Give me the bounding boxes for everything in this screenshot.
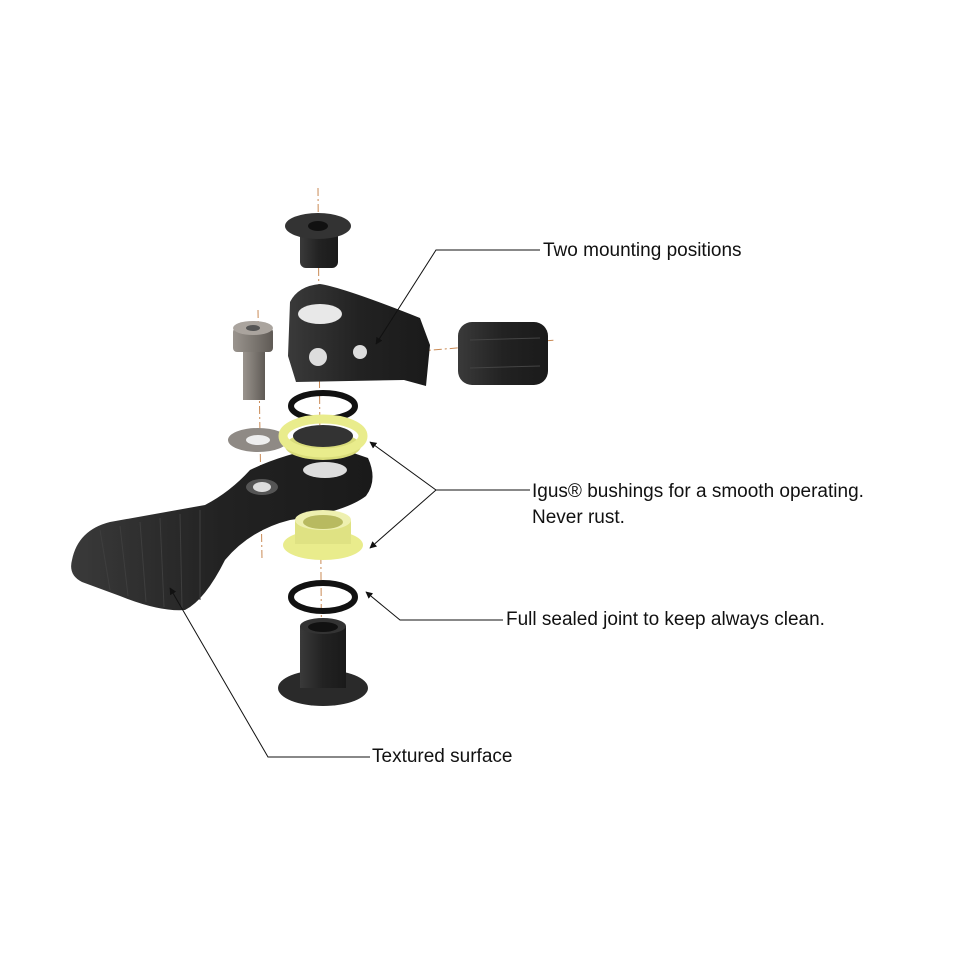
- bolt: [233, 321, 273, 400]
- bushing-yellow-top: [278, 414, 368, 460]
- lever-part: [71, 445, 373, 611]
- label-bushings: Igus® bushings for a smooth operating.: [532, 481, 864, 502]
- clamp-body: [288, 284, 430, 386]
- cable-cap: [458, 322, 548, 385]
- bushing-yellow-bottom: [283, 510, 363, 560]
- label-mounting-positions: Two mounting positions: [543, 240, 742, 261]
- bottom-bushing: [278, 618, 368, 706]
- label-bushings-line2: Never rust.: [532, 507, 625, 528]
- washer: [228, 428, 288, 452]
- top-bushing: [285, 213, 351, 268]
- o-ring-bottom: [288, 580, 358, 614]
- leader-lines: [169, 249, 540, 758]
- label-sealed-joint: Full sealed joint to keep always clean.: [506, 609, 825, 630]
- label-textured-surface: Textured surface: [372, 746, 513, 767]
